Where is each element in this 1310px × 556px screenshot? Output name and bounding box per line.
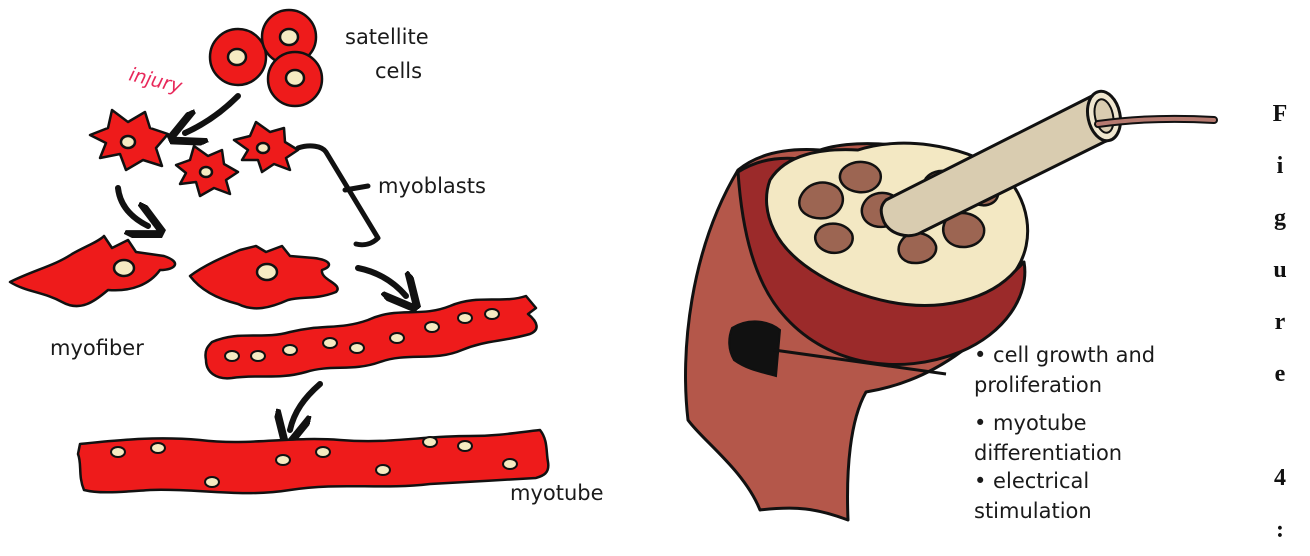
nucleus [114,260,134,276]
bullet-line: • cell growth and [974,343,1155,367]
caption-char: i [1258,140,1302,192]
bioreactor-feature-list: • cell growth and proliferation • myotub… [974,343,1155,523]
bullet-line: • electrical [974,469,1089,493]
bullet-line: • myotube [974,411,1087,435]
arrow-to-myofiber [358,268,406,296]
figure-caption: F i g u r e 4 : [1258,88,1302,556]
caption-char [1258,400,1302,452]
satellite-cells [210,10,322,106]
myoblasts-label: myoblasts [378,174,486,198]
nucleus [280,29,298,45]
bullet-line: proliferation [974,373,1102,397]
satellite-label-line1: satellite [345,25,429,49]
myotube-body [78,430,548,493]
nucleus [257,143,269,153]
satellite-label-line2: cells [375,59,422,83]
nucleus [200,167,212,177]
injury-arrow [185,96,238,133]
myoblast-cells [90,110,298,196]
myoblasts-bracket [298,146,378,245]
myofiber-label: myofiber [50,336,144,360]
arrow-to-myotube [290,384,320,430]
injury-label: injury [127,64,185,99]
caption-char: g [1258,192,1302,244]
caption-char: e [1258,348,1302,400]
caption-char: : [1258,504,1302,556]
spreading-cells [10,236,338,308]
caption-char: 4 [1258,452,1302,504]
myotube-label: myotube [510,481,604,505]
bullet-line: stimulation [974,499,1092,523]
myotube [78,430,548,493]
caption-char: u [1258,244,1302,296]
nucleus [228,49,246,65]
bullet-line: differentiation [974,441,1122,465]
nucleus [121,136,135,148]
spreading-cell [10,236,175,306]
caption-char: F [1258,88,1302,140]
caption-char: r [1258,296,1302,348]
nucleus [286,70,304,86]
arrow-to-spreading [118,188,148,226]
nucleus [257,264,277,280]
